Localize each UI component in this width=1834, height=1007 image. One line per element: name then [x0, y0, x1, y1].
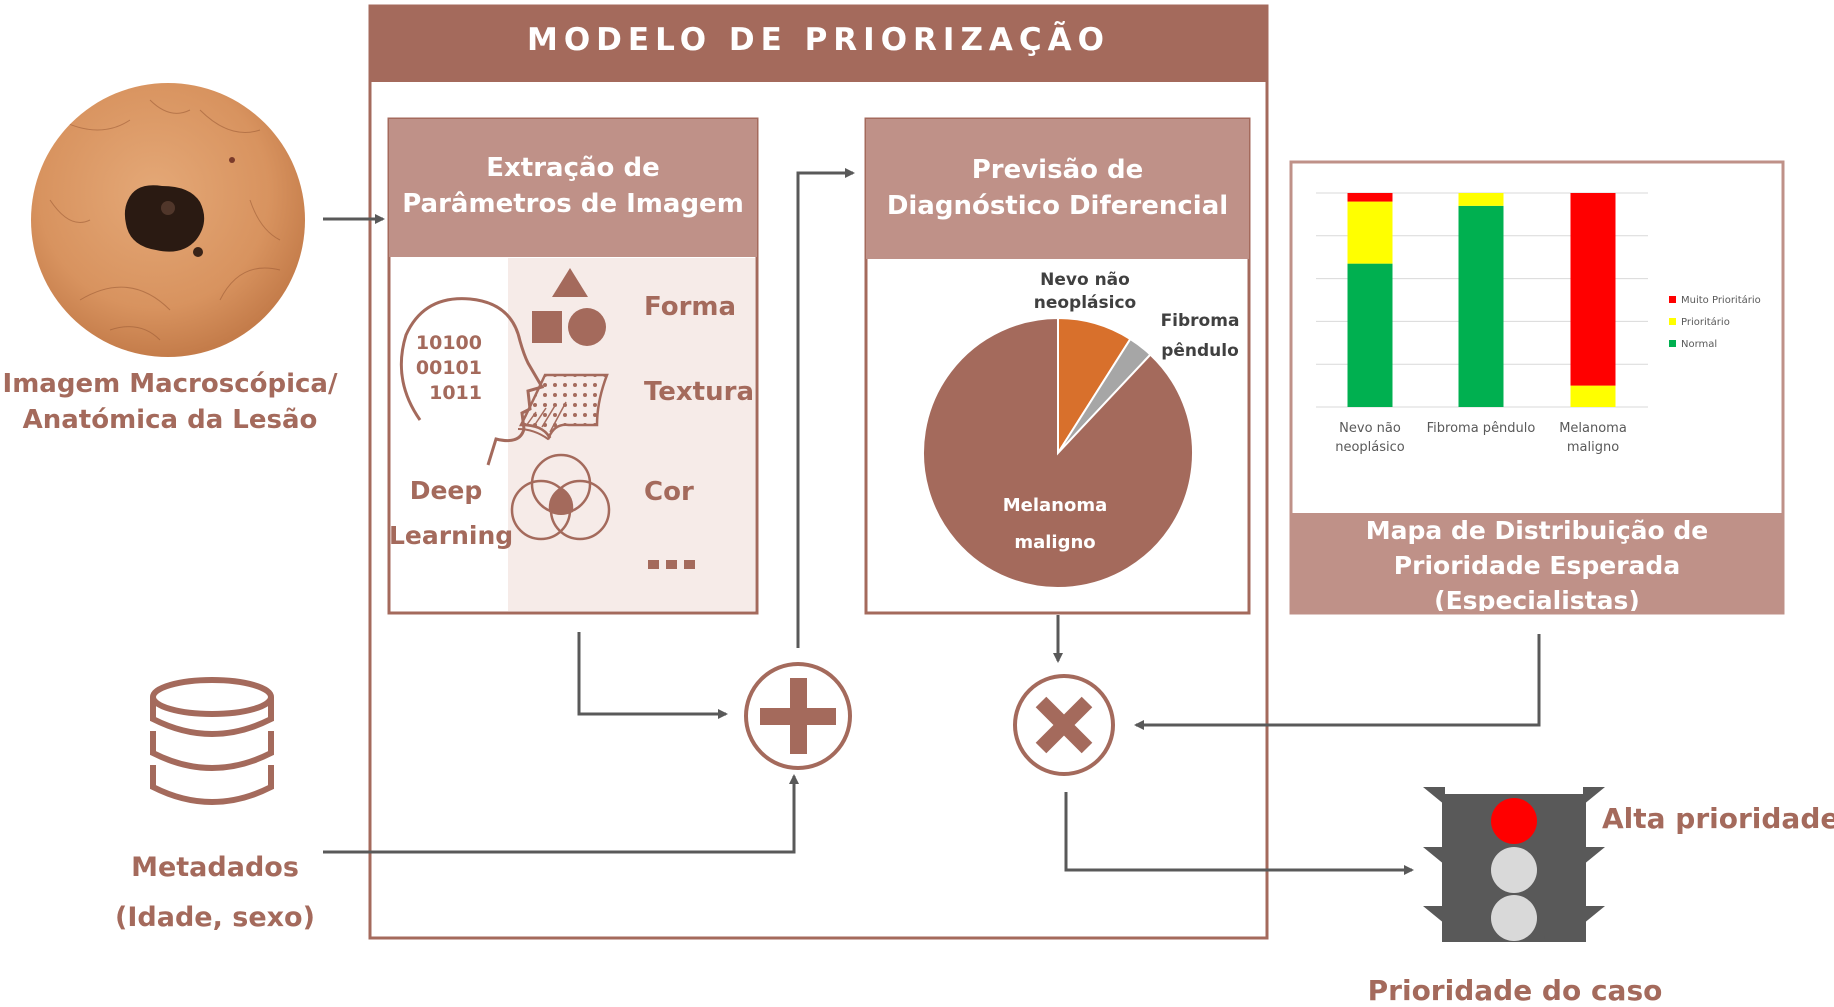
stacked-bar-chart: Nevo não neoplásico Fibroma pêndulo Melanom…	[1316, 192, 1761, 455]
connectors	[323, 168, 1541, 875]
distribution-title-line3: (Especialistas)	[1434, 586, 1640, 611]
texture-icon	[517, 373, 609, 441]
model-title-bar	[370, 6, 1267, 82]
lesion-caption: Imagem Macroscópica/ Anatómica da Lesão	[0, 366, 340, 438]
bar-category-label: Fibroma pêndulo	[1427, 421, 1536, 436]
deep-learning-line1: Deep	[409, 476, 483, 505]
legend-swatch	[1669, 296, 1676, 303]
metadata-label-line1: Metadados	[131, 852, 299, 883]
legend-swatch	[1669, 318, 1676, 325]
distribution-title-line1: Mapa de Distribuição de	[1365, 516, 1709, 545]
bar-segment	[1570, 193, 1616, 386]
pie-label-fibroma: Fibroma pêndulo	[1155, 306, 1245, 366]
pie-slice-melanoma	[922, 316, 1194, 589]
traffic-light-icon	[1423, 787, 1605, 942]
color-venn-icon	[510, 453, 611, 541]
pie-label-fibroma-line2: pêndulo	[1161, 341, 1239, 361]
lesion-mole	[124, 185, 205, 252]
bar-segment	[1570, 385, 1616, 407]
model-title: MODELO DE PRIORIZAÇÃO	[526, 22, 1111, 58]
bar-category-label: Nevo não	[1339, 421, 1401, 436]
multiply-operator-icon	[1013, 674, 1115, 776]
lesion-caption-line2: Anatómica da Lesão	[22, 405, 318, 435]
binary-line-1: 10100	[415, 332, 482, 354]
deep-learning-line2: Learning	[389, 521, 514, 550]
legend-label: Normal	[1681, 339, 1717, 350]
lesion-image	[31, 83, 305, 357]
pie-label-melanoma-line1: Melanoma	[1002, 495, 1108, 516]
bar-segment	[1458, 205, 1504, 407]
feature-cor: Cor	[644, 477, 694, 507]
pie-label-nevo-line1: Nevo não	[1040, 270, 1130, 290]
bar-segment	[1347, 193, 1393, 202]
priority-level-label: Alta prioridade	[1602, 802, 1834, 835]
pie-label-fibroma-line1: Fibroma	[1160, 311, 1240, 331]
feature-textura: Textura	[644, 377, 754, 407]
pie-label-melanoma: Melanoma maligno	[975, 487, 1135, 561]
extraction-title-line1: Extração de	[486, 153, 660, 183]
binary-line-3: 1011	[429, 382, 482, 404]
binary-line-2: 00101	[415, 357, 482, 379]
bar-category-label: Melanoma	[1559, 421, 1627, 436]
prediction-title: Previsão de Diagnóstico Diferencial	[866, 152, 1249, 224]
legend-label: Prioritário	[1681, 316, 1730, 328]
pie-chart	[922, 316, 1194, 589]
database-icon	[150, 677, 274, 805]
lesion-caption-line1: Imagem Macroscópica/	[2, 369, 338, 399]
deep-learning-label: Deep Learning	[389, 468, 514, 558]
bar-segment	[1458, 193, 1504, 206]
legend-swatch	[1669, 340, 1676, 347]
distribution-title-line2: Prioridade Esperada	[1393, 551, 1681, 580]
prediction-title-line1: Previsão de	[971, 155, 1144, 185]
extraction-title-line2: Parâmetros de Imagem	[402, 189, 744, 219]
distribution-title: Mapa de Distribuição de Prioridade Esper…	[1291, 513, 1783, 611]
plus-operator-icon	[744, 662, 852, 770]
shapes-icon	[532, 268, 606, 346]
case-priority-label: Prioridade do caso	[1367, 974, 1663, 1007]
binary-code: 10100 00101 1011	[402, 331, 482, 406]
feature-forma: Forma	[644, 292, 737, 322]
pie-label-nevo: Nevo não neoplásico	[1020, 269, 1150, 315]
metadata-label-line2: (Idade, sexo)	[115, 902, 315, 933]
pie-label-melanoma-line2: maligno	[1014, 532, 1096, 553]
bar-segment	[1347, 263, 1393, 407]
bar-category-label: neoplásico	[1335, 440, 1405, 455]
legend-label: Muito Prioritário	[1681, 294, 1761, 306]
more-features-icon	[648, 560, 695, 569]
bar-category-label: maligno	[1567, 440, 1619, 455]
pie-label-nevo-line2: neoplásico	[1033, 293, 1137, 313]
metadata-label: Metadados (Idade, sexo)	[100, 843, 330, 943]
red-light-icon	[1491, 798, 1537, 844]
prediction-title-line2: Diagnóstico Diferencial	[886, 191, 1229, 221]
bar-segment	[1347, 201, 1393, 264]
extraction-title: Extração de Parâmetros de Imagem	[389, 150, 757, 222]
